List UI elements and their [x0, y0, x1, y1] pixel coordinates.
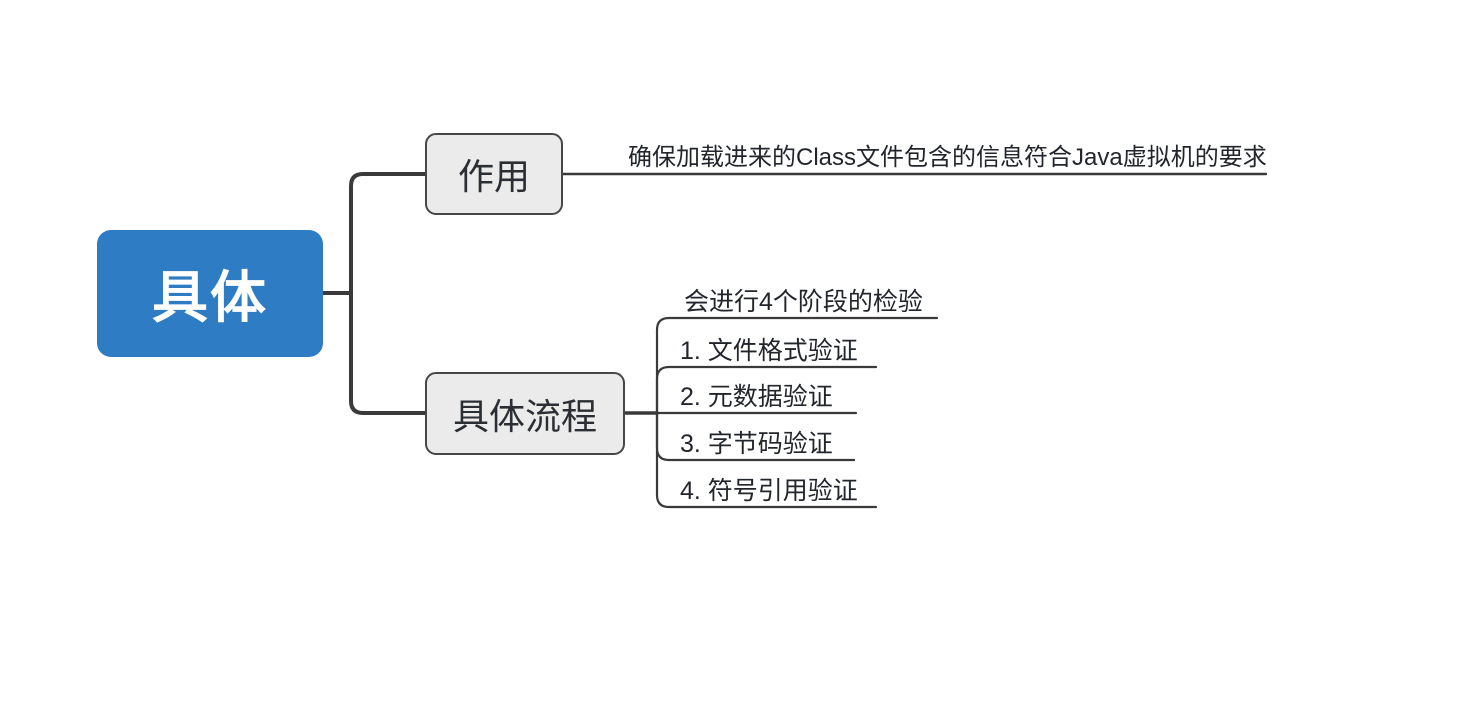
connector-root-to-purpose	[349, 172, 429, 295]
subtopic-process-step-3[interactable]: 3. 字节码验证	[680, 430, 833, 458]
main-topic-process[interactable]: 具体流程	[425, 372, 625, 455]
subtopic-process-step-4[interactable]: 4. 符号引用验证	[680, 477, 858, 505]
subtopic-process-overview[interactable]: 会进行4个阶段的检验	[684, 288, 923, 316]
central-topic[interactable]: 具体	[97, 230, 323, 357]
connector-root-to-process	[349, 291, 429, 415]
subtopic-process-step-2[interactable]: 2. 元数据验证	[680, 383, 833, 411]
main-topic-purpose[interactable]: 作用	[425, 133, 563, 215]
subtopic-purpose-desc[interactable]: 确保加载进来的Class文件包含的信息符合Java虚拟机的要求	[628, 144, 1267, 171]
subtopic-process-step-1[interactable]: 1. 文件格式验证	[680, 337, 858, 365]
